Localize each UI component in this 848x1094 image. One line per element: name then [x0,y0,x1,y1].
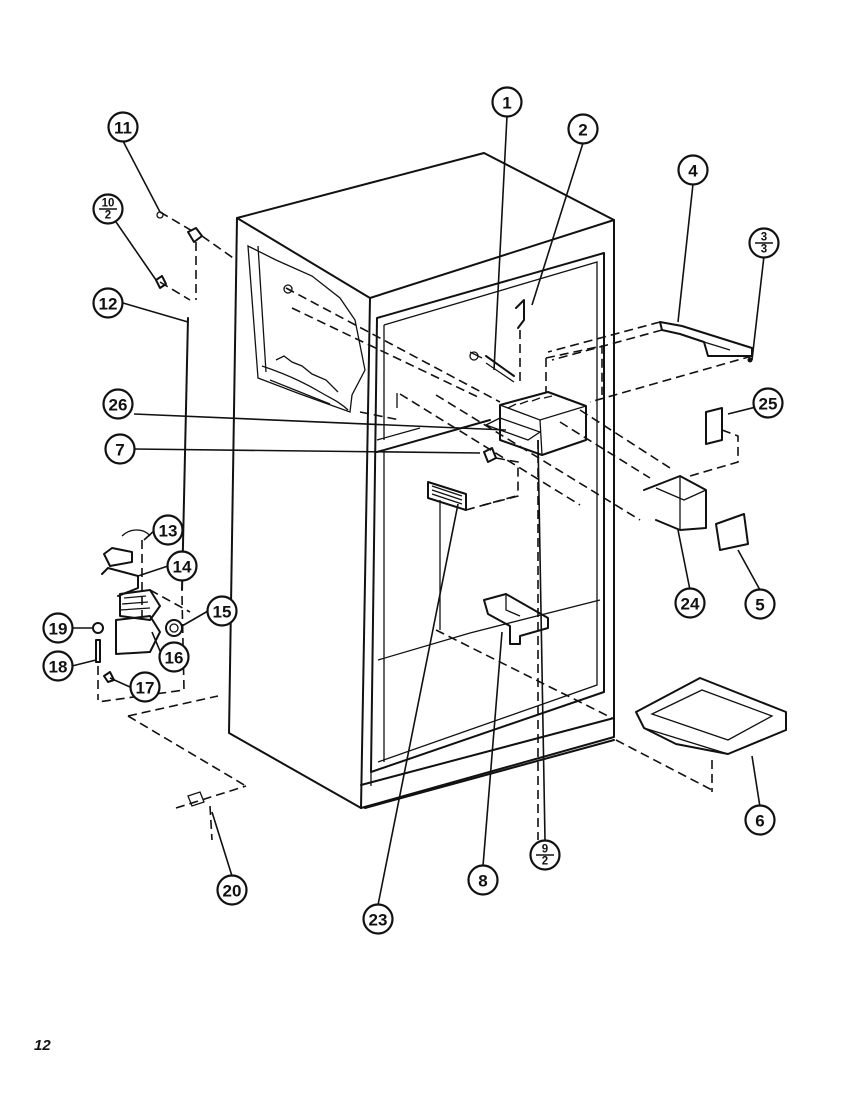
callout-circle [744,804,776,836]
callout-12: 12 [92,287,124,319]
callout-label: 6 [755,812,764,831]
callout-numerator: 9 [542,844,548,856]
callout-24: 24 [674,587,706,619]
callout-circle [129,671,161,703]
callout-circle [92,287,124,319]
callout-15: 15 [206,595,238,627]
callout-label: 4 [688,162,698,181]
callout-circle [42,650,74,682]
control-assembly [283,284,787,840]
callout-circle [166,550,198,582]
callout-circle [567,113,599,145]
callout-circle [744,588,776,620]
callout-label: 19 [49,620,68,639]
page-number: 12 [34,1037,51,1054]
callout-label: 14 [173,558,192,577]
callout-label: 5 [755,596,764,615]
callout-4: 4 [677,154,709,186]
callout-circle [674,587,706,619]
callout-label: 12 [99,295,118,314]
callout-group: 1233456789210211121314151617181920232425… [42,86,784,935]
callout-circle [107,111,139,143]
leader-lines [71,115,769,906]
callout-3: 33 [748,227,780,259]
callout-label: 11 [114,119,132,138]
callout-circle [206,595,238,627]
callout-label: 20 [223,882,242,901]
callout-16: 16 [158,641,190,673]
callout-label: 15 [213,603,232,622]
callout-numerator: 3 [761,232,767,244]
hinge-assembly [92,211,247,841]
cabinet [228,152,615,809]
callout-9: 92 [529,839,561,871]
callout-numerator: 10 [102,198,115,210]
callout-circle [158,641,190,673]
callout-7: 7 [104,433,136,465]
callout-circle [467,864,499,896]
callout-circle [104,433,136,465]
callout-8: 8 [467,864,499,896]
callout-23: 23 [362,903,394,935]
callout-denominator: 3 [761,244,767,256]
callout-20: 20 [216,874,248,906]
callout-label: 24 [681,595,700,614]
callout-5: 5 [744,588,776,620]
callout-denominator: 2 [542,856,548,868]
callout-label: 26 [109,396,128,415]
callout-6: 6 [744,804,776,836]
callout-17: 17 [129,671,161,703]
callout-label: 23 [369,911,388,930]
callout-circle [216,874,248,906]
callout-label: 13 [159,522,178,541]
callout-label: 7 [115,441,124,460]
callout-circle [491,86,523,118]
callout-19: 19 [42,612,74,644]
callout-circle [42,612,74,644]
callout-25: 25 [752,387,784,419]
callout-circle [152,514,184,546]
callout-label: 18 [49,658,68,677]
callout-label: 1 [502,94,511,113]
callout-11: 11 [107,111,139,143]
callout-10: 102 [92,193,124,225]
callout-18: 18 [42,650,74,682]
callout-denominator: 2 [105,210,111,222]
callout-14: 14 [166,550,198,582]
callout-label: 8 [478,872,487,891]
callout-26: 26 [102,388,134,420]
callout-circle [677,154,709,186]
callout-1: 1 [491,86,523,118]
callout-13: 13 [152,514,184,546]
callout-label: 16 [165,649,184,668]
callout-label: 2 [578,121,587,140]
callout-circle [752,387,784,419]
callout-circle [362,903,394,935]
callout-label: 25 [759,395,778,414]
callout-circle [102,388,134,420]
callout-label: 17 [136,679,155,698]
callout-2: 2 [567,113,599,145]
